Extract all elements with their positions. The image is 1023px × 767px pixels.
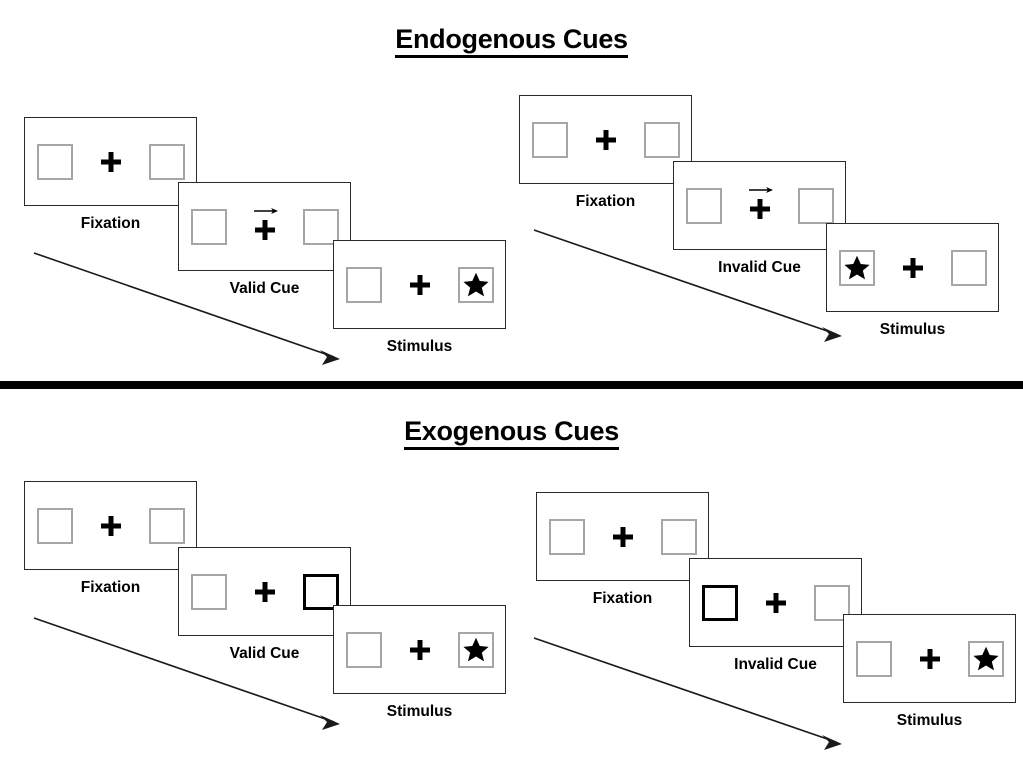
plus-icon (919, 648, 940, 669)
star-icon (462, 272, 489, 296)
panel-label-exogenous-valid-fixation: Fixation (80, 579, 141, 596)
plus-icon (409, 639, 430, 660)
left-box (36, 507, 73, 544)
plus-icon (254, 581, 275, 602)
plus-icon (100, 515, 121, 536)
fixation-cell (756, 581, 796, 625)
left-box (190, 208, 227, 245)
panel-endogenous-invalid-stimulus[interactable] (826, 223, 999, 312)
right-box (148, 143, 185, 180)
panel-exogenous-valid-cue[interactable] (178, 547, 351, 636)
left-box-cued (701, 584, 738, 621)
left-box (345, 631, 382, 668)
section-title-exogenous-text: Exogenous Cues (404, 416, 619, 450)
panel-label-exogenous-invalid-cue: Invalid Cue (734, 656, 817, 673)
fixation-cell (740, 184, 780, 228)
fixation-cell (400, 263, 440, 307)
arrow-right-cue-icon (748, 186, 773, 193)
left-box (838, 249, 875, 286)
panel-label-endogenous-invalid-stimulus: Stimulus (879, 321, 946, 338)
panel-label-exogenous-invalid-fixation: Fixation (592, 590, 653, 607)
fixation-cell (586, 118, 626, 162)
right-box-cued (302, 573, 339, 610)
panel-label-exogenous-invalid-stimulus: Stimulus (896, 712, 963, 729)
fixation-cell (91, 504, 131, 548)
right-box (660, 518, 697, 555)
section-title-endogenous: Endogenous Cues (0, 24, 1023, 58)
panel-endogenous-valid-stimulus[interactable] (333, 240, 506, 329)
plus-icon (254, 220, 275, 240)
timeline-arrow-exogenous-invalid (533, 637, 842, 750)
right-box (457, 631, 494, 668)
left-box (36, 143, 73, 180)
section-title-endogenous-text: Endogenous Cues (395, 24, 628, 58)
panel-endogenous-invalid-fixation[interactable] (519, 95, 692, 184)
fixation-cell (245, 205, 285, 249)
section-endogenous: Endogenous Cues Fixation (0, 24, 1023, 365)
panel-exogenous-invalid-fixation[interactable] (536, 492, 709, 581)
right-box (967, 640, 1004, 677)
left-box (190, 573, 227, 610)
panel-endogenous-valid-fixation[interactable] (24, 117, 197, 206)
panel-label-exogenous-valid-cue: Valid Cue (229, 645, 300, 662)
fixation-cell (91, 140, 131, 184)
fixation-cell (603, 515, 643, 559)
panel-exogenous-invalid-cue[interactable] (689, 558, 862, 647)
panel-label-endogenous-invalid-cue: Invalid Cue (718, 259, 801, 276)
panel-label-exogenous-valid-stimulus: Stimulus (386, 703, 453, 720)
fixation-cell (910, 637, 950, 681)
left-box (345, 266, 382, 303)
panel-label-endogenous-valid-fixation: Fixation (80, 215, 141, 232)
right-box (457, 266, 494, 303)
left-box (685, 187, 722, 224)
section-exogenous: Exogenous Cues Fixation (0, 392, 1023, 767)
right-box (643, 121, 680, 158)
plus-icon (409, 274, 430, 295)
right-box (797, 187, 834, 224)
panel-exogenous-invalid-stimulus[interactable] (843, 614, 1016, 703)
plus-icon (902, 257, 923, 278)
fixation-cell (893, 246, 933, 290)
star-icon (843, 255, 870, 279)
left-box (531, 121, 568, 158)
panel-endogenous-invalid-cue[interactable] (673, 161, 846, 250)
star-icon (462, 637, 489, 661)
panel-exogenous-valid-fixation[interactable] (24, 481, 197, 570)
left-box (548, 518, 585, 555)
arrow-right-cue-icon (253, 207, 278, 214)
plus-icon (749, 199, 770, 219)
fixation-cell (245, 570, 285, 614)
section-title-exogenous: Exogenous Cues (0, 416, 1023, 450)
panel-exogenous-valid-stimulus[interactable] (333, 605, 506, 694)
panel-label-endogenous-invalid-fixation: Fixation (575, 193, 636, 210)
right-box (302, 208, 339, 245)
right-box (148, 507, 185, 544)
right-box (950, 249, 987, 286)
plus-icon (100, 151, 121, 172)
section-divider (0, 381, 1023, 389)
plus-icon (595, 129, 616, 150)
fixation-cell (400, 628, 440, 672)
left-box (855, 640, 892, 677)
plus-icon (612, 526, 633, 547)
plus-icon (765, 592, 786, 613)
star-icon (972, 646, 999, 670)
panel-label-endogenous-valid-stimulus: Stimulus (386, 338, 453, 355)
panel-label-endogenous-valid-cue: Valid Cue (229, 280, 300, 297)
panel-endogenous-valid-cue[interactable] (178, 182, 351, 271)
